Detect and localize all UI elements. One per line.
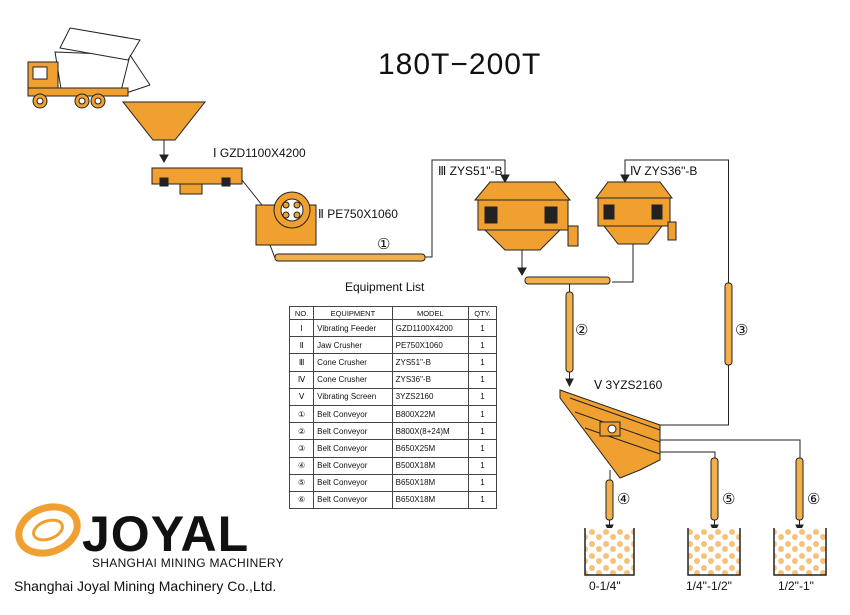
conveyor-3	[620, 159, 733, 426]
conveyor-1	[274, 159, 510, 262]
company-name: Shanghai Joyal Mining Machinery Co.,Ltd.	[14, 578, 277, 594]
cell-qty: 1	[467, 422, 498, 441]
product-bin-1	[584, 528, 635, 576]
cone-crusher-1-label: Ⅲ ZYS51"-B	[438, 164, 503, 178]
cell-no: ②	[288, 422, 315, 441]
cell-equipment: Cone Crusher	[313, 353, 393, 372]
jaw-crusher	[255, 191, 317, 259]
product-bin-2	[687, 528, 741, 576]
cell-no: Ⅲ	[288, 353, 315, 372]
equipment-list-heading: Equipment List	[345, 280, 425, 294]
feed-hopper	[121, 101, 207, 164]
cell-model: B650X18M	[391, 490, 469, 510]
cell-model: 3YZS2160	[391, 387, 469, 406]
cell-model: B650X25M	[391, 439, 469, 458]
cell-model: B800X(8+24)M	[391, 422, 469, 441]
cell-qty: 1	[467, 404, 498, 424]
cell-equipment: Belt Conveyor	[313, 404, 393, 424]
cell-equipment: Belt Conveyor	[313, 456, 393, 475]
product-3-label: 1/2"-1"	[778, 579, 814, 593]
conveyor-3-label: ③	[735, 322, 748, 339]
cell-no: ⑤	[288, 473, 315, 492]
jaw-crusher-label: Ⅱ PE750X1060	[318, 207, 398, 221]
cell-qty: 1	[467, 387, 498, 406]
cell-equipment: Jaw Crusher	[313, 336, 393, 355]
cell-no: ④	[288, 456, 315, 475]
vibrating-screen	[559, 389, 801, 480]
cell-model: B800X22M	[391, 404, 469, 424]
cell-model: B650X18M	[391, 473, 469, 492]
cell-model: ZYS36"-B	[391, 370, 469, 389]
cell-qty: 1	[467, 336, 498, 355]
cone-crusher-1	[473, 181, 579, 277]
col-no: NO.	[288, 306, 315, 320]
cell-no: Ⅱ	[288, 336, 315, 355]
cell-equipment: Belt Conveyor	[313, 439, 393, 458]
cell-qty: 1	[467, 473, 498, 492]
feeder-label: Ⅰ GZD1100X4200	[213, 146, 306, 160]
cell-qty: 1	[467, 370, 498, 389]
cell-no: Ⅴ	[288, 387, 315, 406]
cone-crusher-2-label: Ⅳ ZYS36"-B	[630, 164, 697, 178]
cell-qty: 1	[467, 318, 498, 338]
cell-equipment: Vibrating Screen	[313, 387, 393, 406]
screen-label: Ⅴ 3YZS2160	[594, 378, 663, 392]
vibrating-feeder	[151, 167, 263, 206]
brand-subtitle: SHANGHAI MINING MACHINERY	[92, 556, 284, 570]
cell-qty: 1	[467, 439, 498, 458]
col-equipment: EQUIPMENT	[313, 306, 393, 320]
product-1-label: 0-1/4"	[589, 579, 621, 593]
product-bin-3	[773, 528, 827, 576]
conveyor-5	[710, 457, 719, 534]
col-model: MODEL	[391, 306, 469, 320]
col-qty: QTY.	[467, 306, 498, 320]
brand-name: JOYAL	[82, 506, 250, 562]
conveyor-2	[524, 276, 611, 388]
cell-no: Ⅰ	[288, 318, 315, 338]
cell-no: ③	[288, 439, 315, 458]
table-header-row: NO. EQUIPMENT MODEL QTY.	[288, 306, 498, 320]
cell-qty: 1	[467, 490, 498, 510]
product-2-label: 1/4"-1/2"	[686, 579, 732, 593]
cell-no: ⑥	[288, 490, 315, 510]
cell-equipment: Cone Crusher	[313, 370, 393, 389]
conveyor-5-label: ⑤	[722, 491, 735, 508]
cell-no: ①	[288, 404, 315, 424]
cell-equipment: Belt Conveyor	[313, 473, 393, 492]
cell-model: ZYS51"-B	[391, 353, 469, 372]
page-title: 180T−200T	[378, 48, 542, 81]
conveyor-2-label: ②	[575, 322, 588, 339]
cell-equipment: Belt Conveyor	[313, 490, 393, 510]
dump-truck	[27, 27, 151, 109]
cone-crusher-2	[595, 181, 677, 283]
cell-model: PE750X1060	[391, 336, 469, 355]
cell-equipment: Vibrating Feeder	[313, 318, 393, 338]
conveyor-1-label: ①	[377, 236, 390, 253]
cell-equipment: Belt Conveyor	[313, 422, 393, 441]
conveyor-6-label: ⑥	[807, 491, 820, 508]
cell-qty: 1	[467, 353, 498, 372]
joyal-logo-icon	[15, 503, 81, 557]
conveyor-4-label: ④	[617, 491, 630, 508]
cell-no: Ⅳ	[288, 370, 315, 389]
cell-model: B500X18M	[391, 456, 469, 475]
conveyor-6	[795, 457, 804, 534]
cell-model: GZD1100X4200	[391, 318, 469, 338]
cell-qty: 1	[467, 456, 498, 475]
conveyor-4	[605, 479, 614, 534]
